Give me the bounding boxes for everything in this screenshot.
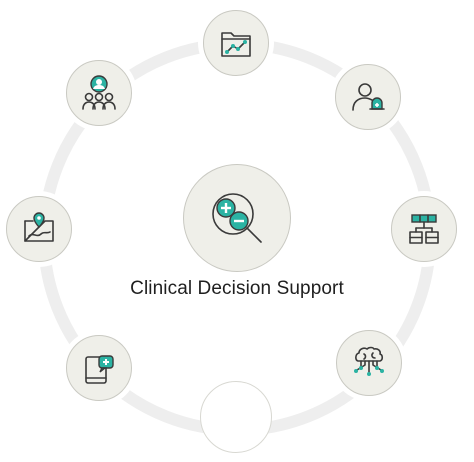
node-folder-chart [203,10,269,76]
node-user-alert [335,64,401,130]
node-map-pin [6,196,72,262]
center-node [183,164,291,272]
node-hierarchy-table [391,196,457,262]
node-brain-network [336,330,402,396]
hierarchy-table-icon [409,214,439,244]
map-pin-icon [24,212,54,242]
patient-group-icon [82,75,116,110]
tablet-medical-icon [85,355,114,384]
plus-minus-magnifier-icon [212,193,262,243]
brain-network-icon [354,346,384,376]
node-patient-group [66,60,132,126]
diagram-title: Clinical Decision Support [130,278,344,299]
user-alert-icon [352,83,385,111]
node-empty [200,381,272,453]
node-tablet-medical [66,335,132,401]
folder-chart-icon [221,32,251,57]
